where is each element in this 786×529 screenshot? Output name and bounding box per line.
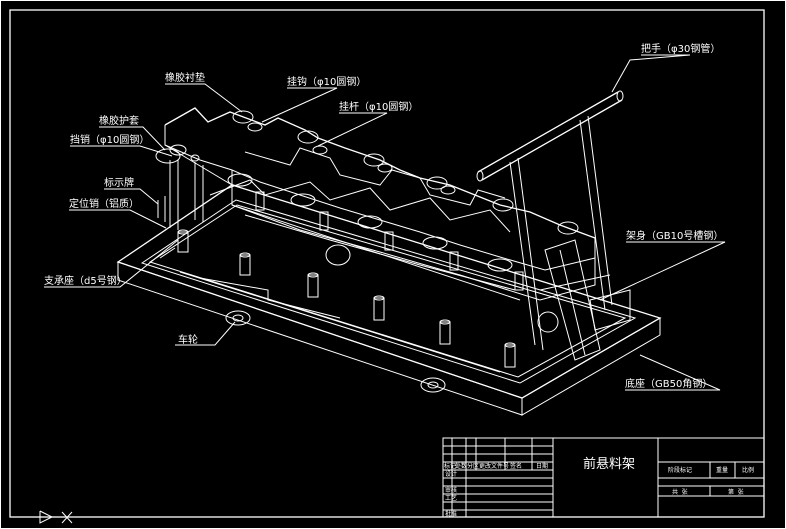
- tray-posts: [255, 191, 524, 291]
- label-wheel: 车轮: [178, 333, 198, 346]
- ucs-icon: [39, 510, 73, 524]
- tb-header-2: 分区: [467, 462, 479, 470]
- support-seats: [177, 229, 516, 368]
- tb-row-2: 工艺: [445, 494, 457, 502]
- label-frame-body: 架身（GB10号槽钢）: [626, 229, 723, 242]
- tb-header-1: 处数: [455, 462, 467, 470]
- tb-row-3: 批准: [445, 510, 457, 518]
- base-frame: [116, 184, 662, 416]
- label-stop-pin: 挡销（φ10圆钢）: [70, 133, 149, 146]
- handle-frame: [476, 90, 631, 361]
- label-locating-pin: 定位销（铝质）: [69, 197, 139, 210]
- tb-right-total: 共 张: [672, 488, 688, 496]
- tb-right-scale: 比例: [742, 466, 754, 474]
- label-hook-top: 挂钩（φ10圆钢）: [287, 75, 366, 88]
- part-labels: 橡胶衬垫 挂钩（φ10圆钢） 挂杆（φ10圆钢） 橡胶护套 挡销（φ10圆钢） …: [44, 42, 723, 390]
- label-rubber-sleeve: 橡胶护套: [99, 114, 139, 127]
- tb-right-weight: 重量: [716, 466, 728, 474]
- frame-body-tray: [164, 107, 596, 301]
- tb-right-stage: 阶段标记: [668, 466, 692, 474]
- tb-header-4: 签名: [510, 462, 522, 470]
- tb-header-5: 日期: [536, 462, 548, 470]
- label-support-seat: 支承座（d5号钢）: [44, 274, 127, 287]
- title-block: 标记 处数 分区 更改文件号 签名 日期 设计 审核 工艺 批准 前悬料架 阶段…: [442, 437, 765, 518]
- tb-header-0: 标记: [444, 462, 456, 470]
- tb-row-0: 设计: [445, 470, 457, 478]
- wheels: [225, 244, 559, 393]
- leader-lines: [44, 54, 726, 391]
- label-base: 底座（GB50角钢）: [625, 377, 712, 390]
- tb-right-sheet: 第 张: [728, 488, 744, 496]
- drawing-title: 前悬料架: [583, 456, 635, 472]
- label-rubber-pad: 橡胶衬垫: [165, 71, 205, 84]
- hook-group: [155, 110, 579, 272]
- label-hook-bar: 挂杆（φ10圆钢）: [339, 100, 418, 113]
- label-sign-plate: 标示牌: [104, 176, 134, 189]
- tb-header-3: 更改文件号: [479, 462, 509, 470]
- tb-row-1: 审核: [445, 486, 457, 494]
- left-legs: [157, 160, 204, 230]
- label-handle: 把手（φ30钢管）: [641, 42, 720, 55]
